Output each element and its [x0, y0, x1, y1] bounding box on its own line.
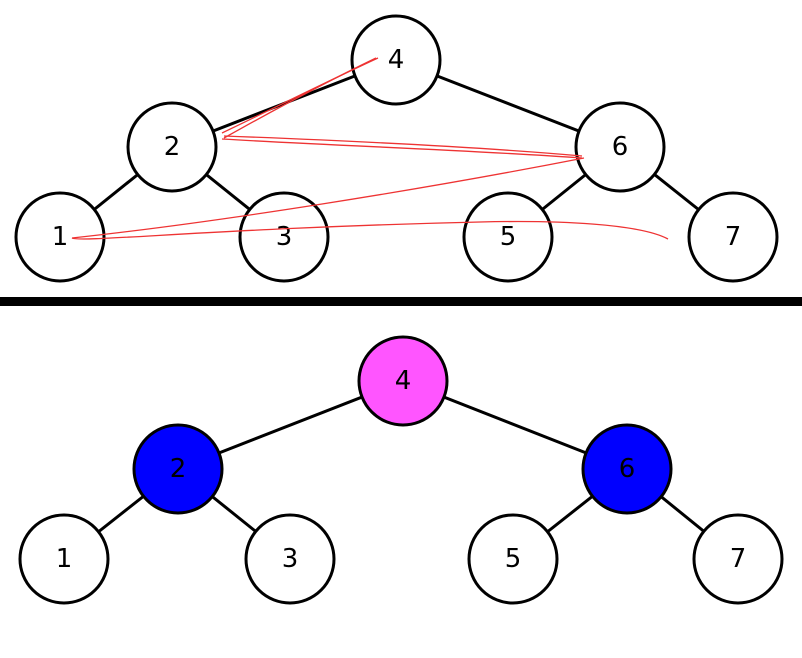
trace-stroke-1: [223, 57, 377, 139]
bottom-node-label: 4: [395, 366, 412, 396]
trace-stroke-3: [221, 138, 583, 159]
top-node-circle: [462, 191, 554, 283]
bottom-node-2: 2: [132, 423, 224, 515]
bottom-tree-nodes: 4 2 6 1 3 5 7: [18, 335, 784, 605]
top-node-1: 1: [14, 191, 106, 283]
bottom-node-circle: [132, 423, 224, 515]
top-node-label: 5: [500, 222, 517, 252]
bottom-node-4: 4: [357, 335, 449, 427]
bottom-node-circle: [581, 423, 673, 515]
top-node-label: 1: [52, 222, 69, 252]
trace-stroke-0: [221, 57, 379, 134]
bottom-node-circle: [692, 513, 784, 605]
top-node-3: 3: [238, 191, 330, 283]
bottom-node-1: 1: [18, 513, 110, 605]
bottom-node-circle: [244, 513, 336, 605]
bottom-node-7: 7: [692, 513, 784, 605]
section-divider: [0, 297, 802, 306]
top-tree-nodes: 4 2 6 1 3 5 7: [14, 14, 779, 283]
top-node-6: 6: [574, 101, 666, 193]
top-node-label: 4: [388, 45, 405, 75]
top-node-7: 7: [687, 191, 779, 283]
top-node-circle: [126, 101, 218, 193]
bottom-node-circle: [357, 335, 449, 427]
bottom-node-6: 6: [581, 423, 673, 515]
bottom-node-label: 6: [619, 454, 636, 484]
red-traversal-sketch: [71, 57, 669, 240]
bottom-node-label: 1: [56, 544, 73, 574]
bottom-node-circle: [467, 513, 559, 605]
top-node-circle: [350, 14, 442, 106]
top-node-2: 2: [126, 101, 218, 193]
bottom-node-label: 5: [505, 544, 522, 574]
bottom-node-circle: [18, 513, 110, 605]
top-node-label: 6: [612, 132, 629, 162]
top-node-circle: [14, 191, 106, 283]
top-node-label: 3: [276, 222, 293, 252]
top-node-5: 5: [462, 191, 554, 283]
trace-stroke-4: [71, 157, 585, 239]
bottom-node-label: 2: [170, 454, 187, 484]
trace-stroke-5: [71, 220, 669, 240]
bottom-node-label: 7: [730, 544, 747, 574]
top-node-label: 7: [725, 222, 742, 252]
trace-stroke-2: [223, 135, 583, 157]
top-node-circle: [687, 191, 779, 283]
top-node-label: 2: [164, 132, 181, 162]
bottom-node-3: 3: [244, 513, 336, 605]
bottom-node-label: 3: [282, 544, 299, 574]
top-node-4: 4: [350, 14, 442, 106]
top-node-circle: [238, 191, 330, 283]
bottom-node-5: 5: [467, 513, 559, 605]
top-node-circle: [574, 101, 666, 193]
